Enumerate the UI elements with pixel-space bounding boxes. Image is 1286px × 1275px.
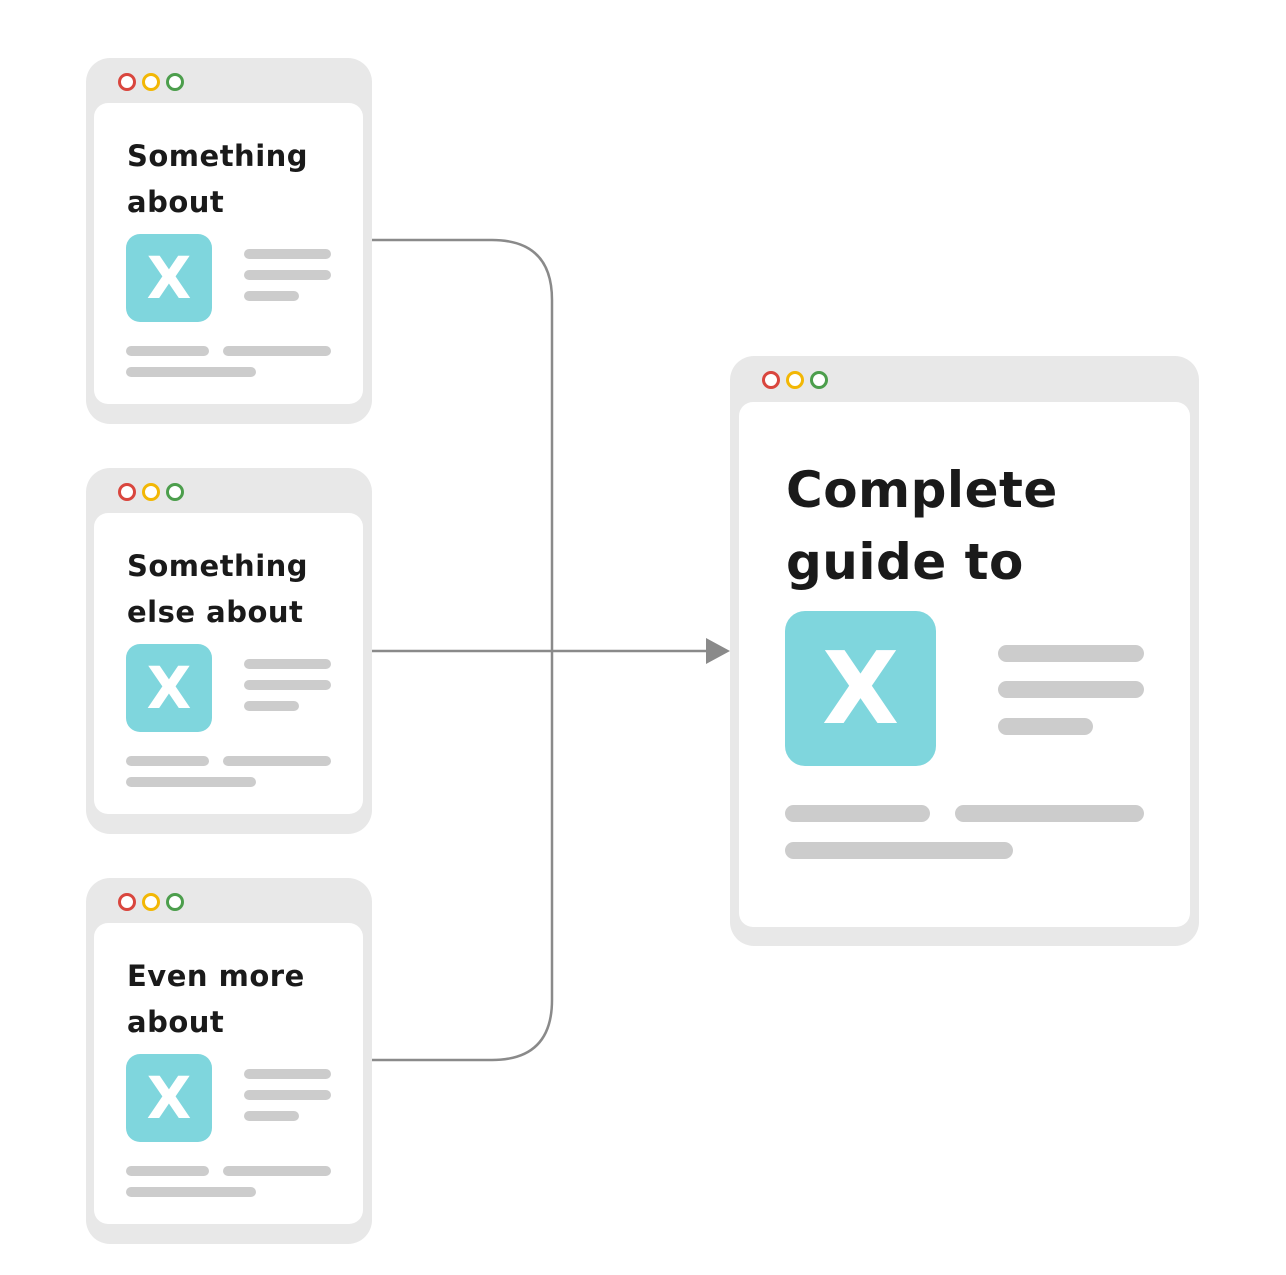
window-content: Something about X [94,103,363,404]
maximize-dot-icon [166,73,184,91]
topic-x-icon: X [126,644,212,732]
topic-x-icon: X [126,234,212,322]
placeholder-line [244,270,331,280]
placeholder-line [244,1090,331,1100]
close-dot-icon [762,371,780,389]
placeholder-line [244,659,331,669]
close-dot-icon [118,893,136,911]
window-title: Even more about [127,959,305,1039]
placeholder-line [223,1166,331,1176]
placeholder-line [955,805,1144,822]
minimize-dot-icon [142,73,160,91]
window-title: Something about [127,139,309,219]
window-title: Something else about [127,549,309,629]
source-window-3: Even more about X [86,878,372,1244]
window-content: Something else about X [94,513,363,814]
placeholder-line [785,842,1013,859]
maximize-dot-icon [166,483,184,501]
minimize-dot-icon [786,371,804,389]
source-window-1: Something about X [86,58,372,424]
close-dot-icon [118,483,136,501]
target-window: Complete guide to X [730,356,1199,946]
close-dot-icon [118,73,136,91]
placeholder-line [223,756,331,766]
placeholder-line [126,367,256,377]
placeholder-line [998,718,1093,735]
placeholder-line [244,291,299,301]
arrow-head-icon [706,638,730,664]
window-title: Complete guide to [786,461,1058,591]
placeholder-line [223,346,331,356]
maximize-dot-icon [166,893,184,911]
placeholder-line [126,777,256,787]
window-controls [762,371,834,389]
minimize-dot-icon [142,483,160,501]
placeholder-line [126,756,209,766]
placeholder-line [244,701,299,711]
source-window-2: Something else about X [86,468,372,834]
placeholder-line [126,346,209,356]
connector-bottom [372,651,554,1062]
placeholder-line [126,1187,256,1197]
placeholder-line [126,1166,209,1176]
window-controls [118,893,190,911]
placeholder-line [244,680,331,690]
window-content: Even more about X [94,923,363,1224]
minimize-dot-icon [142,893,160,911]
placeholder-line [244,249,331,259]
window-controls [118,73,190,91]
placeholder-line [998,645,1144,662]
connector-top [372,238,554,651]
window-controls [118,483,190,501]
placeholder-line [244,1111,299,1121]
maximize-dot-icon [810,371,828,389]
placeholder-line [998,681,1144,698]
topic-x-icon: X [785,611,936,766]
topic-x-icon: X [126,1054,212,1142]
placeholder-line [785,805,930,822]
placeholder-line [244,1069,331,1079]
window-content: Complete guide to X [739,402,1190,927]
